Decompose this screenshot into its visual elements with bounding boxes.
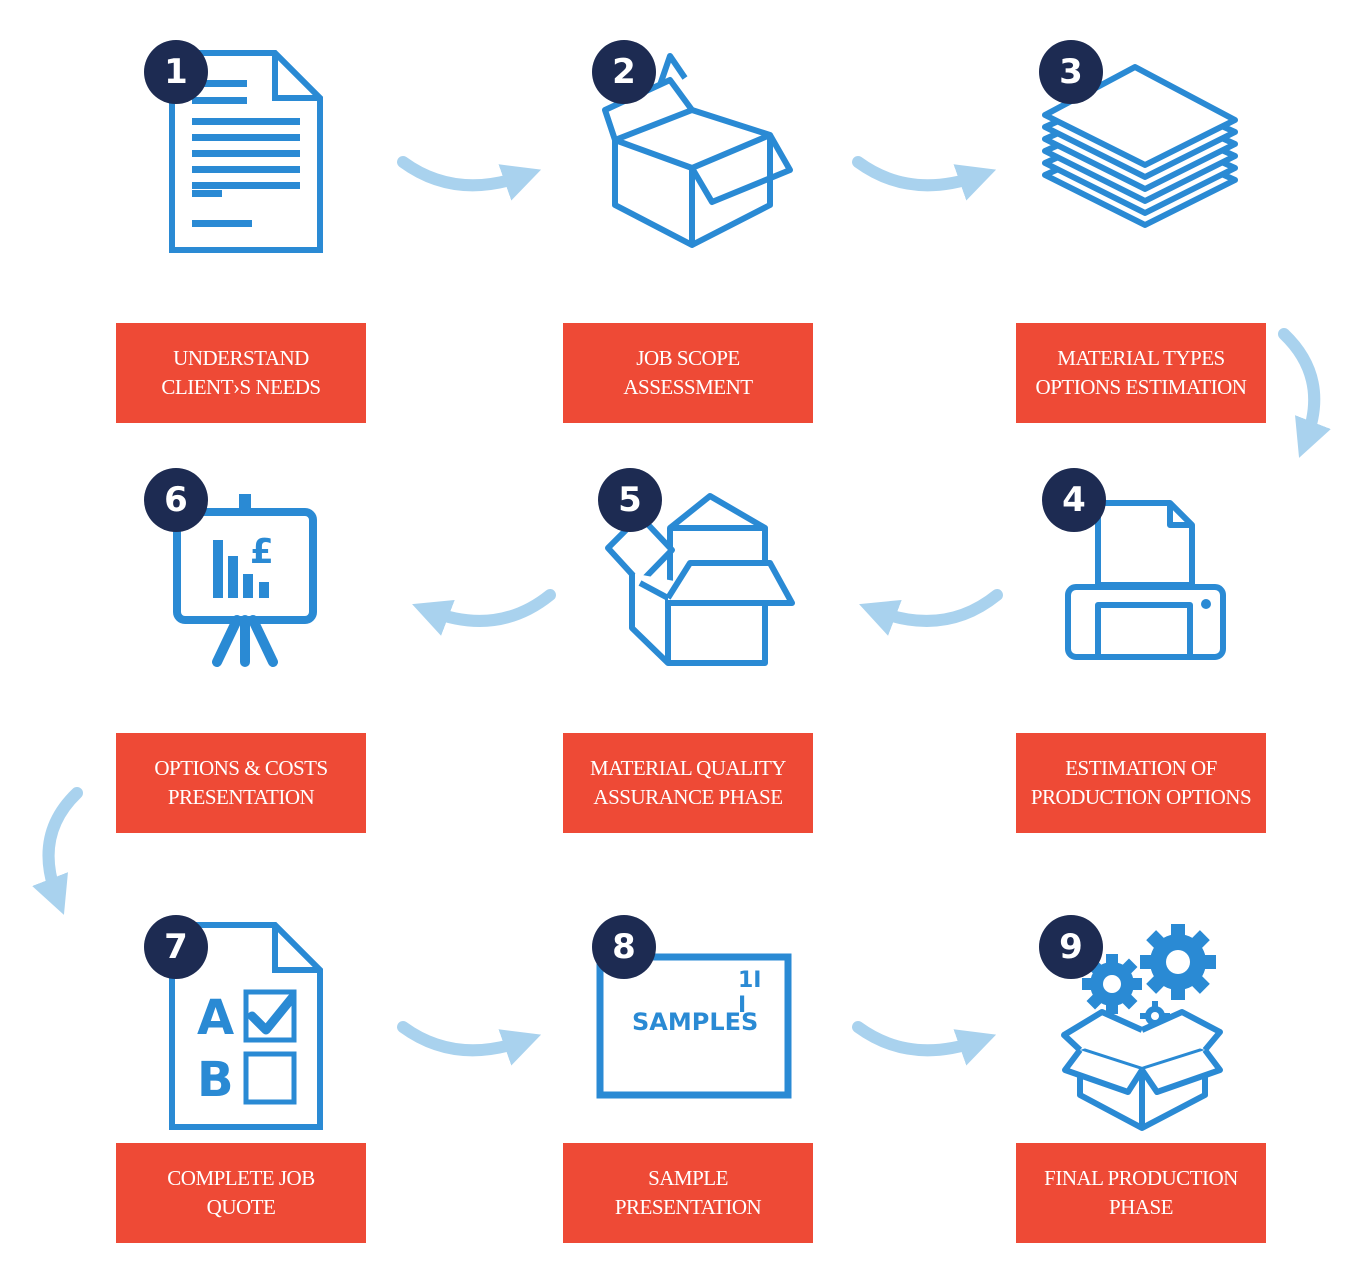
option-a-letter: A — [197, 990, 235, 1046]
samples-code: 1I I — [738, 968, 762, 1018]
step-number-badge: 7 — [144, 915, 208, 979]
step-number-badge: 5 — [598, 468, 662, 532]
printer-icon — [1065, 500, 1226, 660]
samples-box-icon — [596, 953, 792, 1099]
flow-arrow-7-to-8 — [397, 1021, 542, 1066]
flow-arrow-8-to-9 — [852, 1021, 997, 1066]
flow-arrow-3-to-4 — [1278, 328, 1331, 458]
samples-text: SAMPLES — [632, 1008, 759, 1036]
stacked-boxes-icon — [605, 493, 795, 666]
step-number-badge: 6 — [144, 468, 208, 532]
option-b-letter: B — [197, 1052, 234, 1108]
open-box-icon — [602, 53, 793, 248]
step-number-badge: 1 — [144, 40, 208, 104]
pound-sign: £ — [250, 532, 274, 572]
presentation-board-icon — [173, 494, 317, 667]
step-number-badge: 4 — [1042, 468, 1106, 532]
step-number-badge: 9 — [1039, 915, 1103, 979]
flow-arrow-2-to-3 — [852, 156, 997, 201]
quiz-form-icon — [169, 922, 323, 1130]
flow-arrow-6-to-7 — [32, 787, 83, 915]
flow-arrow-1-to-2 — [397, 156, 542, 201]
document-icon — [169, 50, 323, 253]
step-number-badge: 2 — [592, 40, 656, 104]
flow-arrow-5-to-6 — [412, 589, 556, 636]
step-number-badge: 8 — [592, 915, 656, 979]
step-number-badge: 3 — [1039, 40, 1103, 104]
flow-arrow-4-to-5 — [859, 589, 1003, 636]
